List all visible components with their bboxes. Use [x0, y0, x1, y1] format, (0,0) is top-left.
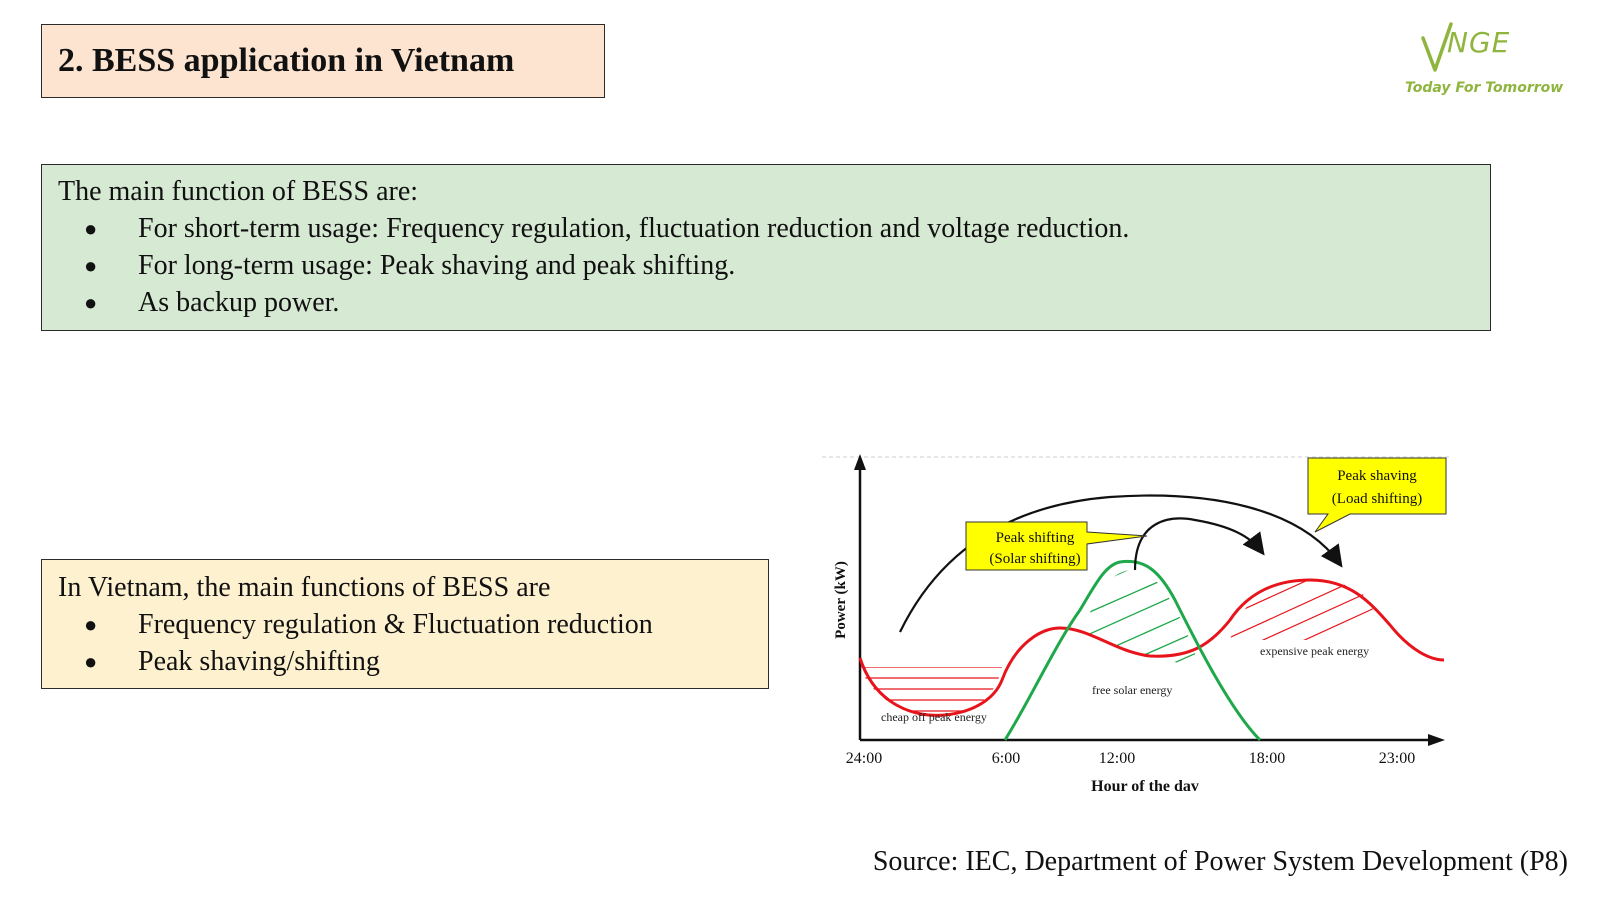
load-curve: [858, 578, 1445, 717]
main-functions-intro: The main function of BESS are:: [58, 176, 419, 207]
main-functions-list: For short-term usage: Frequency regulati…: [58, 210, 1474, 321]
title-box: 2. BESS application in Vietnam: [41, 24, 605, 98]
y-axis-arrow-icon: [854, 454, 866, 470]
list-item: For long-term usage: Peak shaving and pe…: [58, 247, 1474, 284]
label-solar-energy: free solar energy: [1092, 683, 1172, 697]
slide-title: 2. BESS application in Vietnam: [58, 42, 515, 79]
callout-shaving-line2: (Load shifting): [1332, 491, 1422, 507]
x-tick-label: 12:00: [1099, 750, 1135, 767]
peak-shaving-callout: [1307, 457, 1447, 533]
list-item: Peak shaving/shifting: [58, 643, 752, 680]
peak-shifting-arrow: [1133, 517, 1265, 571]
cheap-energy-hatch: [860, 667, 1002, 712]
x-axis-label: Hour of the dav: [1091, 778, 1199, 795]
callout-shifting-line2: (Solar shifting): [989, 551, 1080, 567]
logo-tagline: Today For Tomorrow: [1405, 80, 1564, 96]
list-item: Frequency regulation & Fluctuation reduc…: [58, 606, 752, 643]
label-expensive-energy: expensive peak energy: [1260, 644, 1369, 658]
vietnam-functions-list: Frequency regulation & Fluctuation reduc…: [58, 606, 752, 680]
list-item: As backup power.: [58, 284, 1474, 321]
x-tick-label: 23:00: [1379, 750, 1415, 767]
callout-shifting-line1: Peak shifting: [996, 530, 1075, 546]
logo-v-mark-icon: [1421, 22, 1453, 72]
x-tick-label: 6:00: [992, 750, 1020, 767]
logo-brand: NGE: [1447, 26, 1511, 59]
label-cheap-energy: cheap off peak energy: [881, 710, 987, 724]
list-item: For short-term usage: Frequency regulati…: [58, 210, 1474, 247]
callout-shaving-line1: Peak shaving: [1337, 468, 1417, 484]
main-functions-box: The main function of BESS are: For short…: [41, 164, 1491, 331]
x-tick-label: 24:00: [846, 750, 882, 767]
x-tick-label: 18:00: [1249, 750, 1285, 767]
y-axis-label: Power (kW): [833, 561, 849, 639]
x-axis-arrow-icon: [1428, 734, 1445, 746]
vietnam-functions-intro: In Vietnam, the main functions of BESS a…: [58, 572, 551, 603]
solar-curve: [1003, 559, 1262, 742]
peak-shaving-arrow: [899, 494, 1343, 633]
peak-shifting-callout: [965, 521, 1148, 571]
source-citation: Source: IEC, Department of Power System …: [872, 846, 1568, 877]
solar-energy-hatch: [1080, 569, 1200, 668]
company-logo: NGE Today For Tomorrow: [1405, 18, 1585, 108]
bess-load-profile-diagram: Peak shifting (Solar shifting) Peak shav…: [822, 454, 1450, 795]
vietnam-functions-box: In Vietnam, the main functions of BESS a…: [41, 559, 769, 689]
